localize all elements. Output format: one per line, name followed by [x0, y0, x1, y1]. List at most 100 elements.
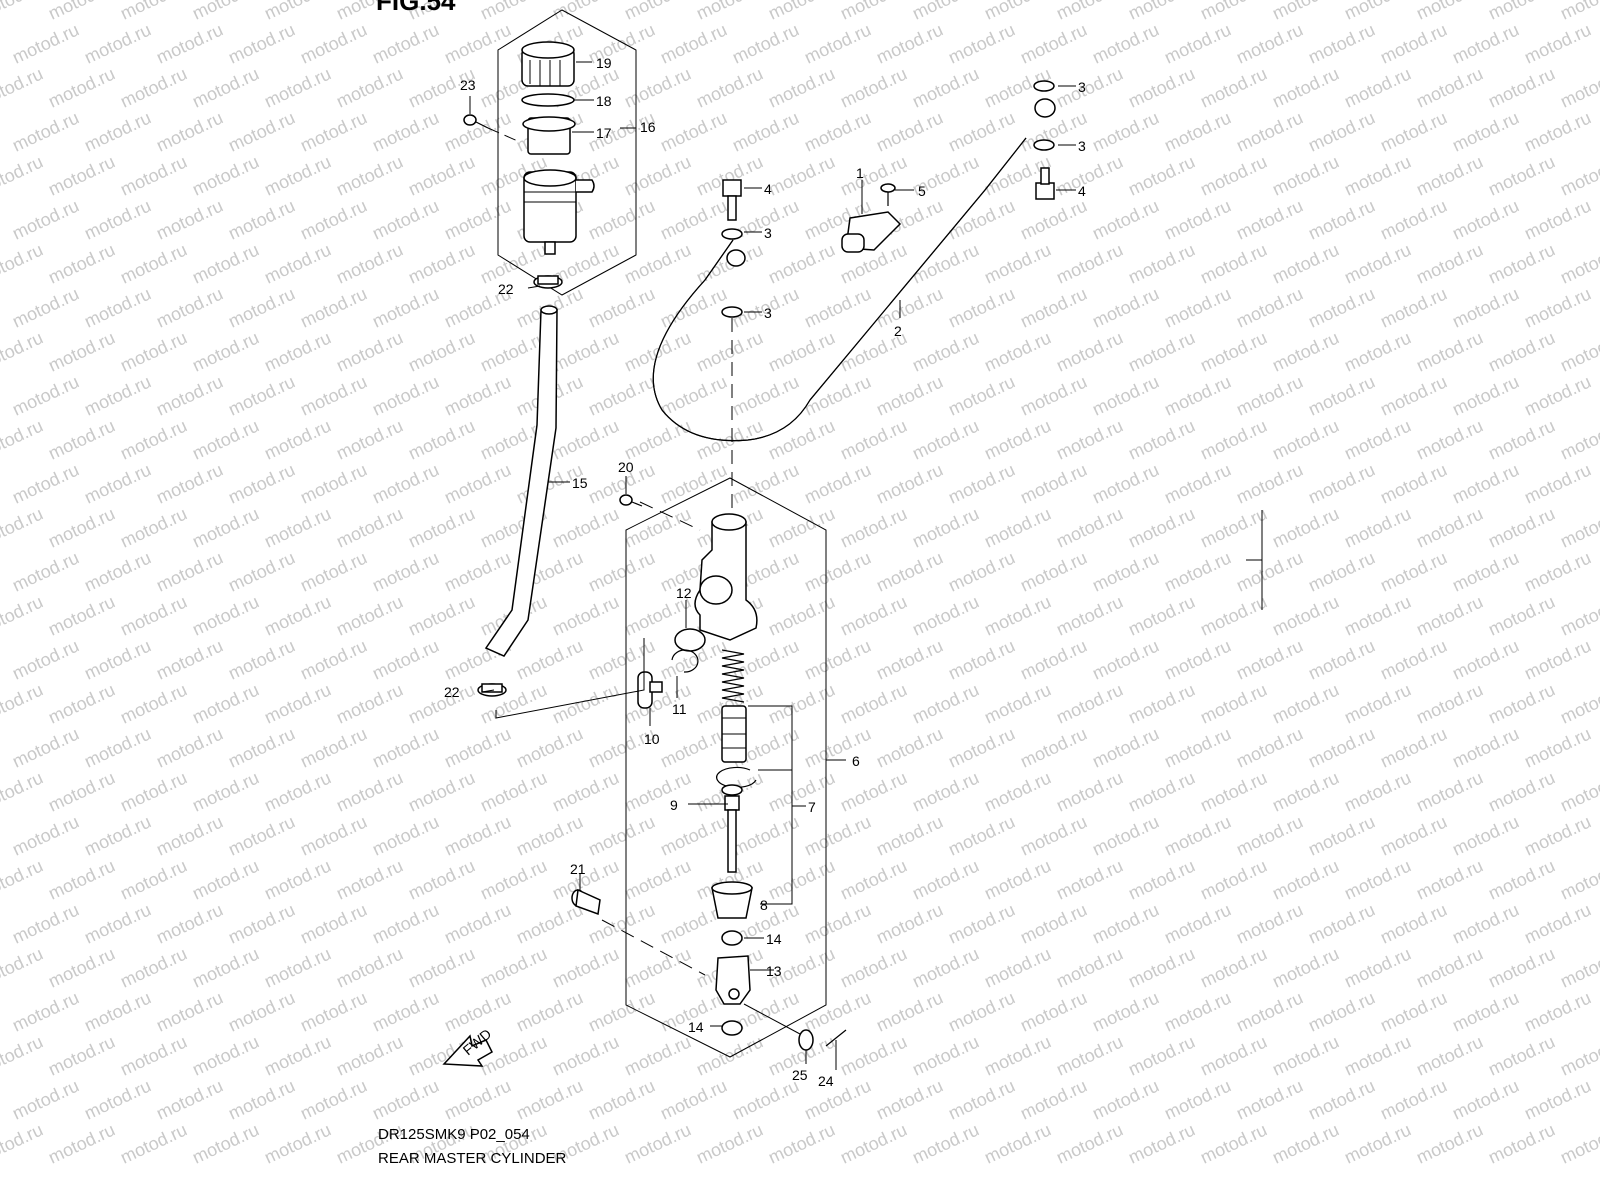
- watermark-text: motod.ru: [189, 943, 262, 991]
- watermark-text: motod.ru: [837, 63, 910, 111]
- watermark-text: motod.ru: [1413, 767, 1486, 815]
- watermark-text: motod.ru: [621, 63, 694, 111]
- callout-label: 11: [672, 701, 687, 717]
- watermark-text: motod.ru: [909, 1119, 982, 1167]
- watermark-text: motod.ru: [1341, 855, 1414, 903]
- watermark-text: motod.ru: [1197, 1031, 1270, 1079]
- watermark-text: motod.ru: [1125, 327, 1198, 375]
- watermark-text: motod.ru: [549, 503, 622, 551]
- watermark-text: motod.ru: [945, 723, 1018, 771]
- watermark-text: motod.ru: [1557, 1031, 1600, 1079]
- watermark-text: motod.ru: [369, 459, 442, 507]
- watermark-text: motod.ru: [1089, 987, 1162, 1035]
- watermark-text: motod.ru: [405, 239, 478, 287]
- watermark-text: motod.ru: [909, 0, 982, 24]
- watermark-text: motod.ru: [1485, 591, 1558, 639]
- watermark-text: motod.ru: [765, 327, 838, 375]
- callout-label: 2: [894, 323, 902, 339]
- watermark-text: motod.ru: [1233, 283, 1306, 331]
- union-fitting-left-part: [726, 249, 746, 267]
- watermark-text: motod.ru: [261, 767, 334, 815]
- watermark-text: motod.ru: [1485, 327, 1558, 375]
- watermark-text: motod.ru: [1305, 195, 1378, 243]
- union-bolt-left-part: [722, 179, 742, 221]
- watermark-text: motod.ru: [81, 811, 154, 859]
- watermark-text: motod.ru: [801, 635, 874, 683]
- watermark-text: motod.ru: [1017, 283, 1090, 331]
- watermark-text: motod.ru: [981, 1119, 1054, 1167]
- watermark-text: motod.ru: [909, 855, 982, 903]
- watermark-text: motod.ru: [1089, 723, 1162, 771]
- reservoir-screw-part: [463, 114, 489, 129]
- watermark-text: motod.ru: [657, 19, 730, 67]
- callout-label: 10: [644, 731, 660, 747]
- watermark-text: motod.ru: [981, 503, 1054, 551]
- watermark-text: motod.ru: [261, 855, 334, 903]
- watermark-text: motod.ru: [981, 679, 1054, 727]
- watermark-text: motod.ru: [1485, 415, 1558, 463]
- watermark-layer: motod.ru motod.ru motod.ru motod.ru motod.ru…: [0, 0, 1600, 1168]
- watermark-text: motod.ru: [873, 899, 946, 947]
- cotter-pin-part: [825, 1029, 847, 1047]
- watermark-text: motod.ru: [1557, 239, 1600, 287]
- watermark-text: motod.ru: [801, 811, 874, 859]
- watermark-text: motod.ru: [441, 19, 514, 67]
- watermark-text: motod.ru: [1521, 195, 1594, 243]
- watermark-text: motod.ru: [909, 503, 982, 551]
- watermark-text: motod.ru: [1521, 371, 1594, 419]
- watermark-text: motod.ru: [189, 679, 262, 727]
- watermark-text: motod.ru: [9, 987, 82, 1035]
- watermark-text: motod.ru: [1413, 415, 1486, 463]
- watermark-text: motod.ru: [1089, 371, 1162, 419]
- push-rod-part: [721, 784, 743, 873]
- watermark-text: motod.ru: [585, 283, 658, 331]
- watermark-text: motod.ru: [261, 591, 334, 639]
- watermark-text: motod.ru: [837, 591, 910, 639]
- watermark-text: motod.ru: [909, 591, 982, 639]
- watermark-text: motod.ru: [1449, 635, 1522, 683]
- watermark-text: motod.ru: [909, 415, 982, 463]
- watermark-text: motod.ru: [1089, 635, 1162, 683]
- watermark-text: motod.ru: [0, 415, 46, 463]
- callout-label: 25: [792, 1067, 808, 1083]
- watermark-text: motod.ru: [1341, 327, 1414, 375]
- watermark-text: motod.ru: [261, 63, 334, 111]
- watermark-text: motod.ru: [981, 415, 1054, 463]
- watermark-text: motod.ru: [405, 415, 478, 463]
- watermark-text: motod.ru: [1521, 987, 1594, 1035]
- watermark-text: motod.ru: [225, 811, 298, 859]
- watermark-text: motod.ru: [981, 855, 1054, 903]
- callout-label: 1: [856, 165, 864, 181]
- return-spring-part: [721, 649, 745, 703]
- watermark-text: motod.ru: [1053, 239, 1126, 287]
- watermark-text: motod.ru: [1161, 459, 1234, 507]
- watermark-text: motod.ru: [0, 943, 46, 991]
- watermark-text: motod.ru: [585, 371, 658, 419]
- callout-label: 12: [676, 585, 692, 601]
- reservoir-cap-part: [521, 41, 575, 87]
- watermark-text: motod.ru: [1017, 899, 1090, 947]
- leader-lines: [469, 61, 1076, 1070]
- watermark-text: motod.ru: [9, 635, 82, 683]
- watermark-text: motod.ru: [1305, 899, 1378, 947]
- callout-label: 15: [572, 475, 588, 491]
- watermark-text: motod.ru: [549, 1031, 622, 1079]
- watermark-text: motod.ru: [1125, 503, 1198, 551]
- watermark-text: motod.ru: [1377, 899, 1450, 947]
- watermark-text: motod.ru: [1053, 63, 1126, 111]
- watermark-text: motod.ru: [801, 987, 874, 1035]
- watermark-text: motod.ru: [333, 679, 406, 727]
- watermark-text: motod.ru: [1521, 723, 1594, 771]
- watermark-text: motod.ru: [1053, 503, 1126, 551]
- watermark-text: motod.ru: [1305, 283, 1378, 331]
- watermark-text: motod.ru: [1485, 0, 1558, 24]
- watermark-text: motod.ru: [945, 1075, 1018, 1123]
- watermark-text: motod.ru: [909, 63, 982, 111]
- watermark-text: motod.ru: [117, 327, 190, 375]
- watermark-text: motod.ru: [0, 1119, 46, 1167]
- watermark-text: motod.ru: [801, 107, 874, 155]
- watermark-text: motod.ru: [261, 415, 334, 463]
- watermark-text: motod.ru: [1449, 1075, 1522, 1123]
- watermark-text: motod.ru: [1089, 107, 1162, 155]
